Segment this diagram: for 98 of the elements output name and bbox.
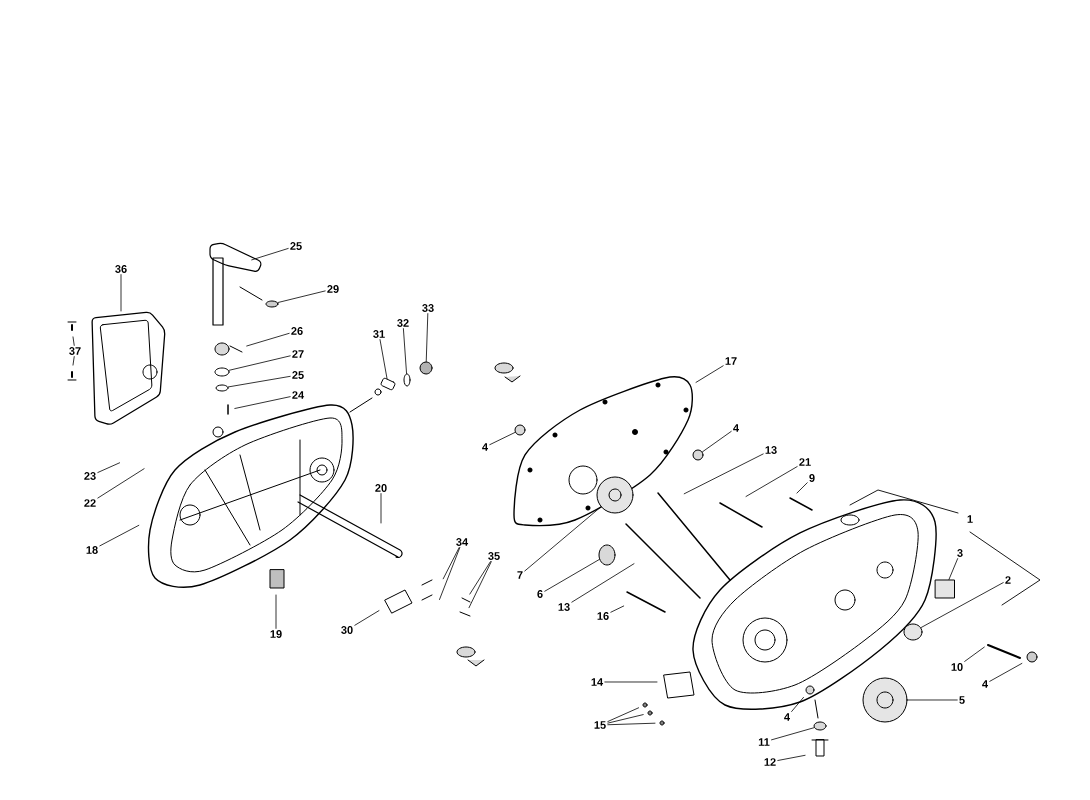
leader-line [72,356,75,366]
leader-line [777,754,806,761]
callout-number: 10 [951,663,963,671]
callout-number: 34 [456,538,469,546]
leader-line [544,559,600,592]
callout-number: 3 [957,549,963,557]
callout-number: 24 [292,391,305,399]
leader-line [442,547,460,580]
callout-number: 12 [764,758,776,766]
leader-line [524,506,602,572]
leader-line [920,582,1004,628]
leader-line [683,453,764,495]
callout-number: 13 [765,446,777,454]
callout-number: 7 [517,571,523,579]
leader-line [403,328,407,374]
callout-number: 23 [84,472,96,480]
part-pin [380,377,396,391]
part-washer [215,384,229,392]
leader-line [99,524,140,547]
leader-line [277,290,326,303]
callout-number: 27 [292,350,304,358]
leader-line [246,332,290,347]
part-washer [265,300,279,308]
leader-line [745,466,798,497]
leader-line [425,313,429,362]
leader-line [439,547,461,600]
leader-line [771,727,815,741]
leader-line [234,396,291,409]
leader-line [120,274,122,312]
part-washer [514,424,526,436]
callout-number: 13 [558,603,570,611]
callout-number: 33 [422,304,434,312]
leader-line [607,714,644,724]
leader-line [97,468,145,499]
callout-number: 25 [290,242,302,250]
part-washer [692,449,704,461]
part-washer [813,721,827,731]
callout-number: 4 [482,443,488,451]
leader-line [695,365,724,383]
part-washer [214,367,230,377]
part-washer [903,623,923,641]
leader-line [354,610,380,626]
leader-line [489,432,516,446]
leader-line [275,594,277,629]
callout-number: 4 [733,424,739,432]
callout-number: 30 [341,626,353,634]
leader-line [72,336,75,346]
callout-number: 16 [597,612,609,620]
callout-number: 36 [115,265,127,273]
leader-line [571,563,635,603]
leader-line [791,697,804,712]
leader-line [379,339,388,379]
leader-line [907,699,958,701]
leader-line [227,375,291,388]
leader-line [380,493,382,524]
callout-number: 25 [292,371,304,379]
part-washer [403,373,411,387]
callout-number: 11 [758,738,770,746]
callout-number: 4 [982,680,988,688]
leader-line [702,431,732,453]
callout-number: 6 [537,590,543,598]
callout-number: 21 [799,458,811,466]
leader-line [251,248,289,261]
callout-number: 14 [591,678,604,686]
leader-line [607,707,639,722]
callout-number: 26 [291,327,303,335]
leader-line [468,561,492,609]
callout-number: 20 [375,484,387,492]
callout-number: 35 [488,552,500,560]
leader-line [989,663,1023,682]
leader-line [469,561,491,595]
part-washer [862,677,908,723]
callout-number: 15 [594,721,606,729]
callout-number: 4 [784,713,790,721]
leader-line [948,558,959,580]
part-washer [419,361,433,375]
callout-number: 19 [270,630,282,638]
leader-line [607,722,656,726]
callout-number: 17 [725,357,737,365]
callout-number: 37 [69,347,81,355]
leader-line [964,646,985,662]
leader-line [228,355,291,371]
callout-number: 2 [1005,576,1011,584]
callout-number: 32 [397,319,409,327]
callout-number: 22 [84,499,96,507]
callout-number: 31 [373,330,385,338]
leader-line [97,462,120,473]
callout-number: 29 [327,285,339,293]
part-pin [935,579,955,599]
part-washer [598,544,616,566]
callout-number: 5 [959,696,965,704]
callout-number: 1 [967,515,973,523]
leader-line [610,605,625,613]
leader-line [604,681,658,683]
part-washer [596,476,634,514]
callout-number: 9 [809,474,815,482]
callout-number: 18 [86,546,98,554]
leader-line [796,482,808,494]
